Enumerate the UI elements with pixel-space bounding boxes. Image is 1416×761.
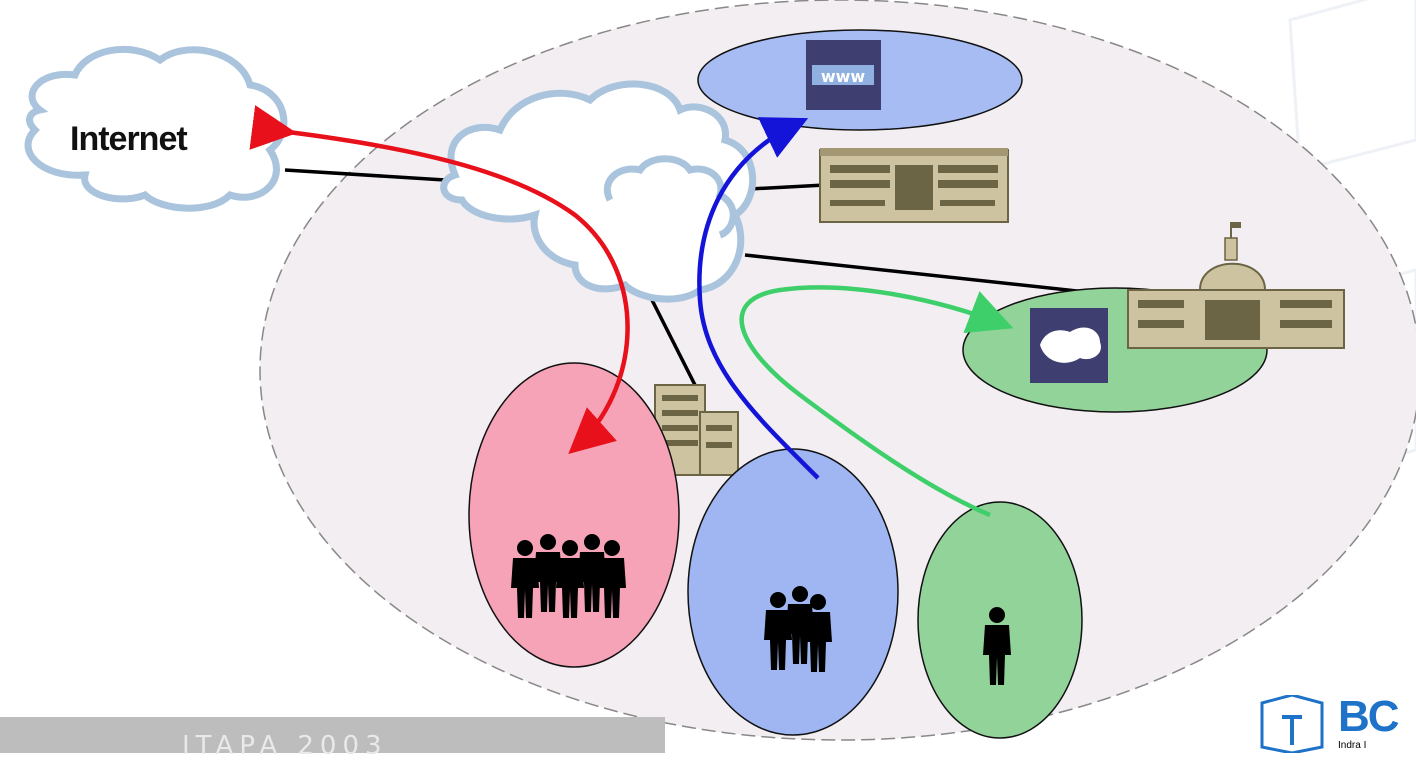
logo-subtext: Indra I [1338, 740, 1367, 751]
footer-bar [0, 717, 665, 753]
people-pair-icon [764, 586, 832, 672]
building-icon [819, 148, 1009, 223]
people-group-icon [511, 534, 626, 618]
internet-label: Internet [70, 120, 187, 158]
logo-text: BC [1338, 692, 1400, 741]
footer-text: ITAPA 2003 [182, 731, 388, 761]
capitol-icon [1127, 222, 1345, 349]
logo-icon [1260, 695, 1324, 753]
pink-group [468, 362, 680, 668]
red-arrow [249, 105, 630, 454]
www-label: www [821, 67, 866, 86]
slovakia-map-icon [1030, 308, 1108, 383]
green-arrow [739, 285, 1014, 518]
www-icon: www [806, 40, 881, 110]
blue-arrow [697, 117, 820, 480]
